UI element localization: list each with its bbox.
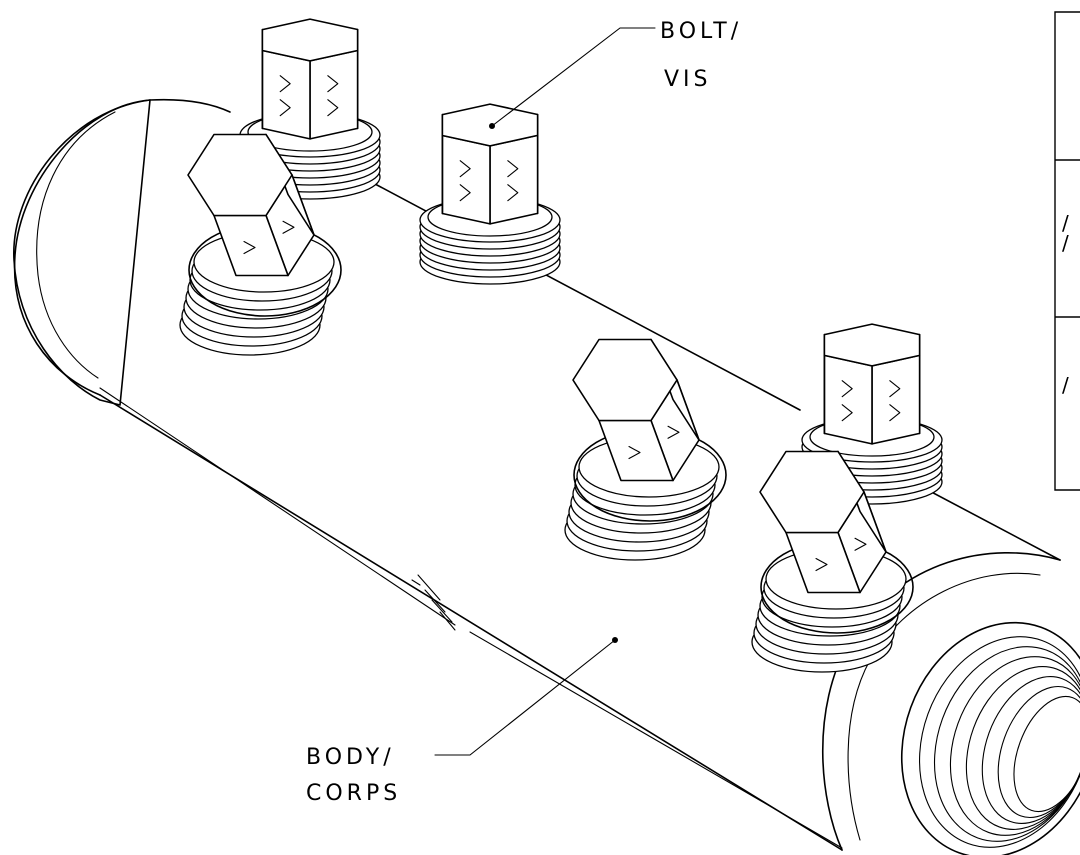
body-label-en: BODY/ — [306, 745, 395, 770]
table-mark-1: / — [1062, 211, 1069, 235]
body-callout: BODY/ CORPS — [306, 637, 618, 806]
bolt-label-fr: VIS — [664, 67, 712, 92]
bolt-center — [419, 103, 561, 285]
body-label-fr: CORPS — [306, 781, 401, 806]
body-marking — [411, 574, 456, 631]
parts-table: / / / — [1054, 11, 1080, 491]
table-mark-2: / — [1062, 231, 1069, 255]
bolt-front-right — [751, 450, 914, 673]
table-mark-3: / — [1062, 373, 1069, 397]
bolt-label-en: BOLT/ — [660, 19, 742, 44]
bolt-callout: BOLT/ VIS — [489, 19, 742, 129]
bolt-front-left — [179, 133, 342, 356]
bolt-front-center — [564, 338, 727, 561]
threaded-bore — [900, 621, 1080, 855]
